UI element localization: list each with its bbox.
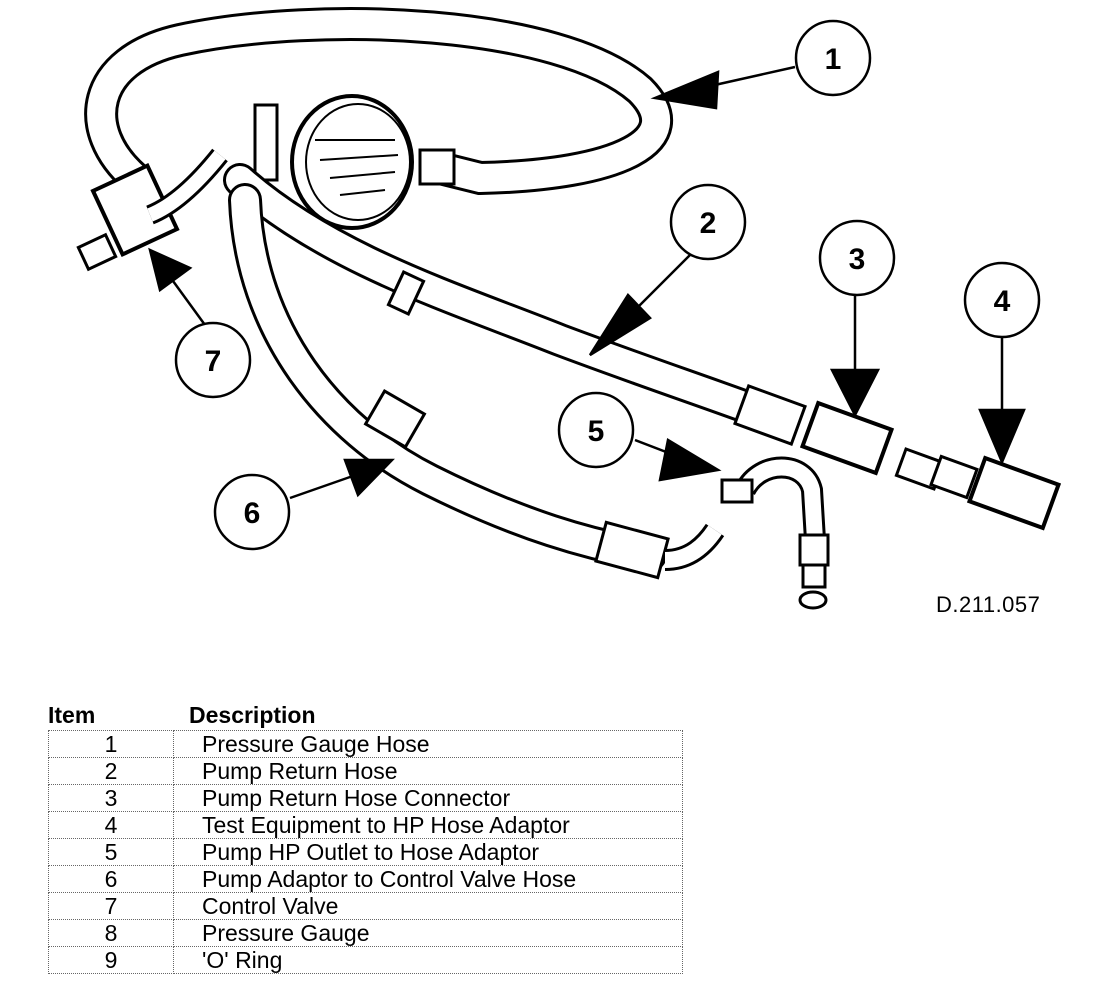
callout-3: 3	[818, 219, 896, 297]
figure-reference: D.211.057	[936, 592, 1041, 617]
legend-header: Item Description	[48, 700, 683, 730]
legend-item: 6	[48, 865, 174, 893]
legend-item: 1	[48, 730, 174, 758]
pressure-gauge-hose	[84, 7, 673, 196]
pressure-test-kit-diagram: 1 2 3 4 5 6 7	[76, 7, 1062, 610]
legend-description: Test Equipment to HP Hose Adaptor	[173, 811, 683, 839]
control-valve	[76, 148, 228, 272]
test-equipment-adaptor	[894, 447, 1062, 531]
svg-text:4: 4	[994, 285, 1011, 318]
legend-item: 2	[48, 757, 174, 785]
legend-item: 5	[48, 838, 174, 866]
legend-header-description: Description	[189, 702, 316, 728]
control-valve-hose	[228, 183, 725, 580]
legend-description: Pump Return Hose	[173, 757, 683, 785]
legend-description: 'O' Ring	[173, 946, 683, 974]
callout-5: 5	[557, 391, 635, 469]
callout-circles: 1 2 3 4 5 6 7	[174, 19, 1041, 551]
legend-description: Pump HP Outlet to Hose Adaptor	[173, 838, 683, 866]
legend-item: 7	[48, 892, 174, 920]
legend-header-item: Item	[48, 702, 96, 728]
pump-return-hose	[223, 163, 807, 446]
callout-1: 1	[794, 19, 872, 97]
svg-text:6: 6	[244, 497, 261, 530]
svg-text:3: 3	[849, 243, 866, 276]
svg-text:2: 2	[700, 207, 717, 240]
callout-4: 4	[963, 261, 1041, 339]
legend-description: Pump Return Hose Connector	[173, 784, 683, 812]
legend-description: Pressure Gauge	[173, 919, 683, 947]
legend-row: 9'O' Ring	[48, 946, 683, 974]
legend-description: Pump Adaptor to Control Valve Hose	[173, 865, 683, 893]
svg-text:5: 5	[588, 415, 605, 448]
legend-item: 9	[48, 946, 174, 974]
pressure-gauge	[253, 94, 414, 230]
legend-item: 4	[48, 811, 174, 839]
callout-7: 7	[174, 321, 252, 399]
callout-2: 2	[669, 183, 747, 261]
legend-description: Control Valve	[173, 892, 683, 920]
legend-item: 3	[48, 784, 174, 812]
svg-text:7: 7	[205, 345, 222, 378]
callout-arrows	[148, 65, 1026, 500]
pump-return-hose-connector	[799, 400, 895, 476]
callout-6: 6	[213, 473, 291, 551]
pump-hp-outlet-adaptor	[720, 456, 830, 589]
legend-description: Pressure Gauge Hose	[173, 730, 683, 758]
svg-text:1: 1	[825, 43, 842, 76]
o-ring	[798, 590, 828, 610]
legend-item: 8	[48, 919, 174, 947]
